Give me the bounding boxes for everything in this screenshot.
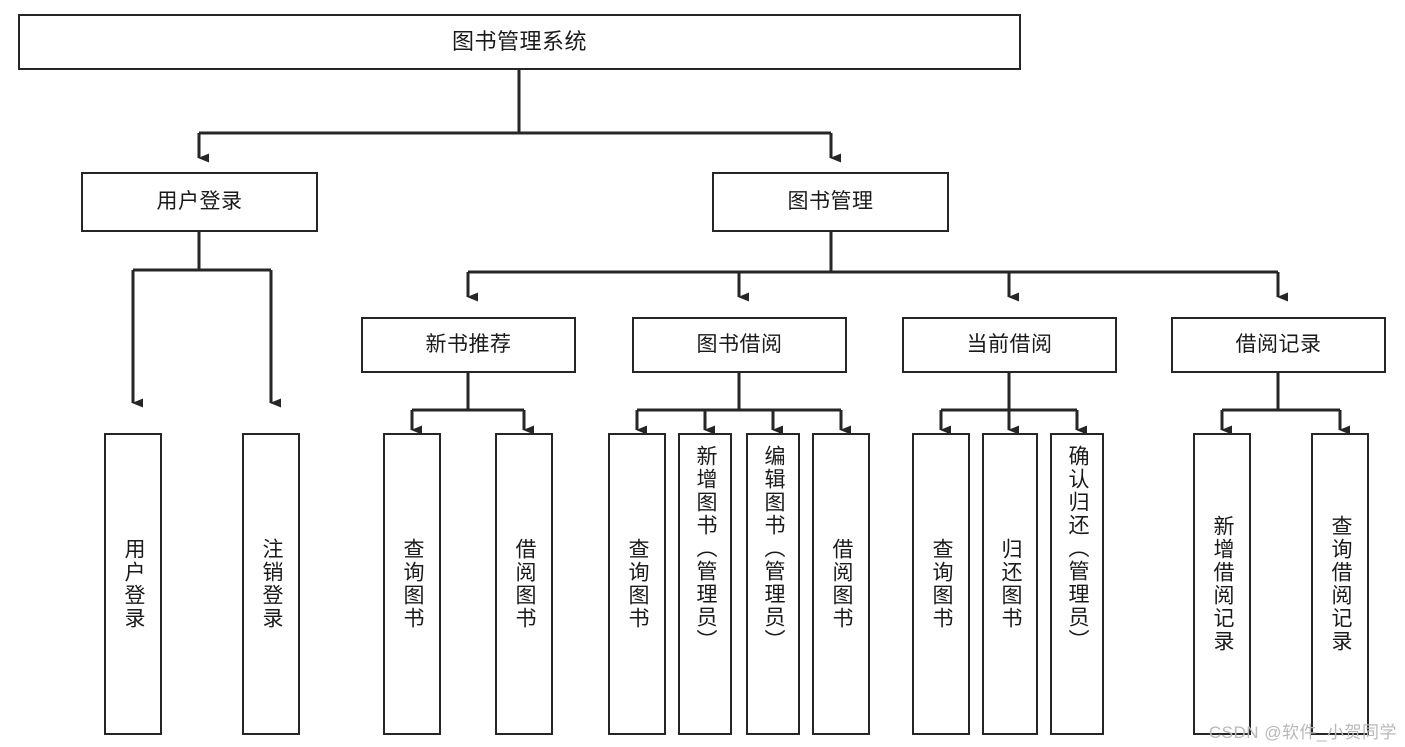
node-root-system-label: 图书管理系统 — [451, 28, 587, 54]
node-leaf-add-book[interactable]: 新增图书（管理员） — [678, 433, 732, 735]
node-user-login-label: 用户登录 — [156, 190, 243, 214]
node-leaf-borrow-book-1[interactable]: 借阅图书 — [495, 433, 553, 735]
node-leaf-query-record-label: 查询借阅记录 — [1329, 515, 1353, 653]
node-leaf-edit-book[interactable]: 编辑图书（管理员） — [746, 433, 800, 735]
node-new-book-recommend-label: 新书推荐 — [425, 333, 512, 357]
node-leaf-query-book-2-label: 查询图书 — [626, 538, 650, 630]
node-book-borrow-label: 图书借阅 — [696, 333, 783, 357]
node-leaf-borrow-book-2-label: 借阅图书 — [830, 538, 854, 630]
node-leaf-query-book-1[interactable]: 查询图书 — [383, 433, 441, 735]
node-leaf-query-book-3[interactable]: 查询图书 — [912, 433, 970, 735]
node-book-borrow[interactable]: 图书借阅 — [632, 317, 847, 373]
node-leaf-query-book-2[interactable]: 查询图书 — [608, 433, 666, 735]
node-leaf-confirm-return[interactable]: 确认归还（管理员） — [1050, 433, 1104, 735]
node-leaf-query-book-1-label: 查询图书 — [401, 538, 425, 630]
node-leaf-add-record[interactable]: 新增借阅记录 — [1193, 433, 1251, 735]
node-user-login[interactable]: 用户登录 — [81, 172, 318, 232]
node-book-manage[interactable]: 图书管理 — [712, 172, 949, 232]
node-leaf-logout-login[interactable]: 注销登录 — [242, 433, 300, 735]
node-leaf-query-book-3-label: 查询图书 — [930, 538, 954, 630]
node-leaf-borrow-book-2[interactable]: 借阅图书 — [812, 433, 870, 735]
node-borrow-record[interactable]: 借阅记录 — [1171, 317, 1386, 373]
node-leaf-add-record-label: 新增借阅记录 — [1211, 515, 1235, 653]
node-root-system[interactable]: 图书管理系统 — [18, 14, 1021, 70]
node-leaf-edit-book-label: 编辑图书（管理员） — [762, 445, 786, 652]
node-leaf-confirm-return-label: 确认归还（管理员） — [1066, 445, 1090, 652]
node-leaf-user-login-label: 用户登录 — [122, 538, 146, 630]
node-new-book-recommend[interactable]: 新书推荐 — [361, 317, 576, 373]
node-leaf-user-login[interactable]: 用户登录 — [104, 433, 162, 735]
node-leaf-return-book-label: 归还图书 — [999, 538, 1023, 630]
node-book-manage-label: 图书管理 — [787, 190, 874, 214]
node-leaf-add-book-label: 新增图书（管理员） — [694, 445, 718, 652]
node-current-borrow[interactable]: 当前借阅 — [902, 317, 1117, 373]
node-borrow-record-label: 借阅记录 — [1235, 333, 1322, 357]
node-current-borrow-label: 当前借阅 — [966, 333, 1053, 357]
csdn-watermark: CSDN @软件_小贺同学 — [1208, 723, 1397, 742]
node-leaf-borrow-book-1-label: 借阅图书 — [513, 538, 537, 630]
node-leaf-logout-login-label: 注销登录 — [260, 538, 284, 630]
node-leaf-return-book[interactable]: 归还图书 — [982, 433, 1038, 735]
node-leaf-query-record[interactable]: 查询借阅记录 — [1311, 433, 1369, 735]
